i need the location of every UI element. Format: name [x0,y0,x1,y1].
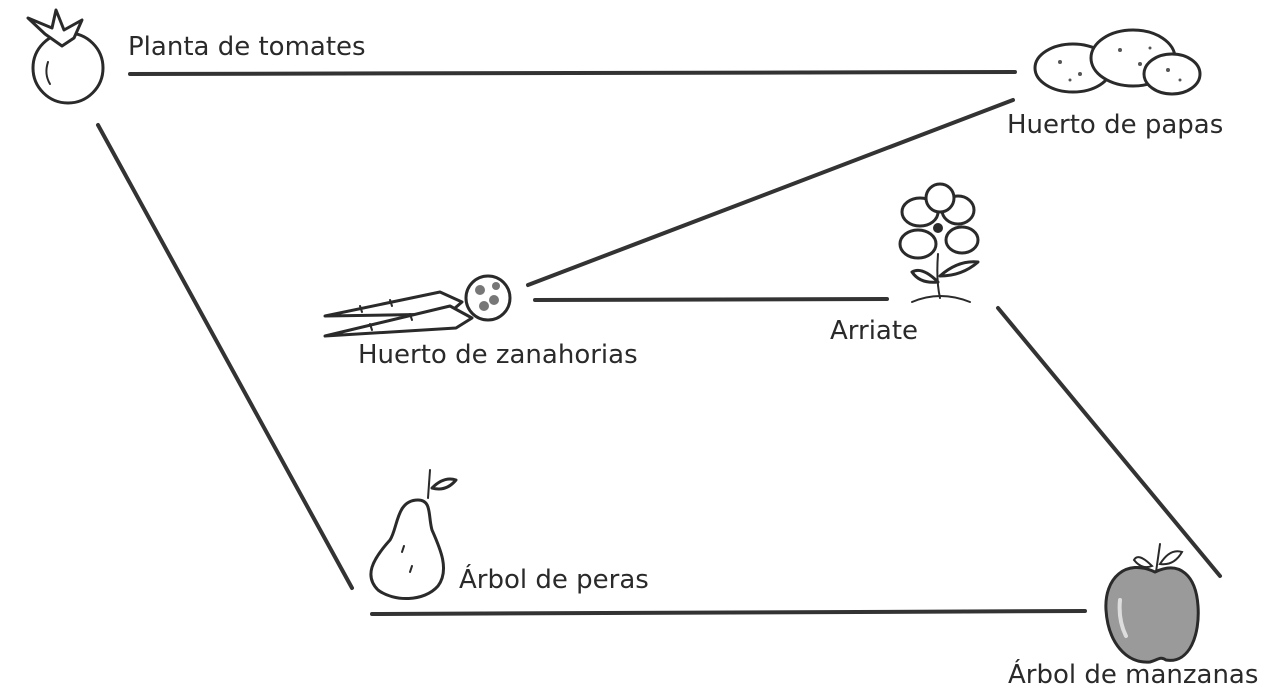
pear-icon [369,469,458,601]
path-tomato-pear [96,123,354,590]
potato-icon [1033,28,1202,96]
label-arbol-de-peras: Árbol de peras [459,565,649,595]
tomato-icon [26,8,105,105]
label-huerto-de-zanahorias: Huerto de zanahorias [358,340,638,370]
path-flower-apple [996,306,1222,578]
path-carrot-potato [526,98,1015,287]
path-carrot-flower [533,297,889,302]
apple-icon [1104,543,1200,664]
carrot-icon [323,274,512,338]
label-arbol-de-manzanas: Árbol de manzanas [1008,660,1259,690]
path-pear-apple [370,609,1087,616]
label-huerto-de-papas: Huerto de papas [1007,110,1224,140]
path-tomato-potato [128,70,1017,76]
label-arriate: Arriate [830,316,919,346]
flower-icon [898,182,980,303]
label-planta-de-tomates: Planta de tomates [128,32,366,62]
